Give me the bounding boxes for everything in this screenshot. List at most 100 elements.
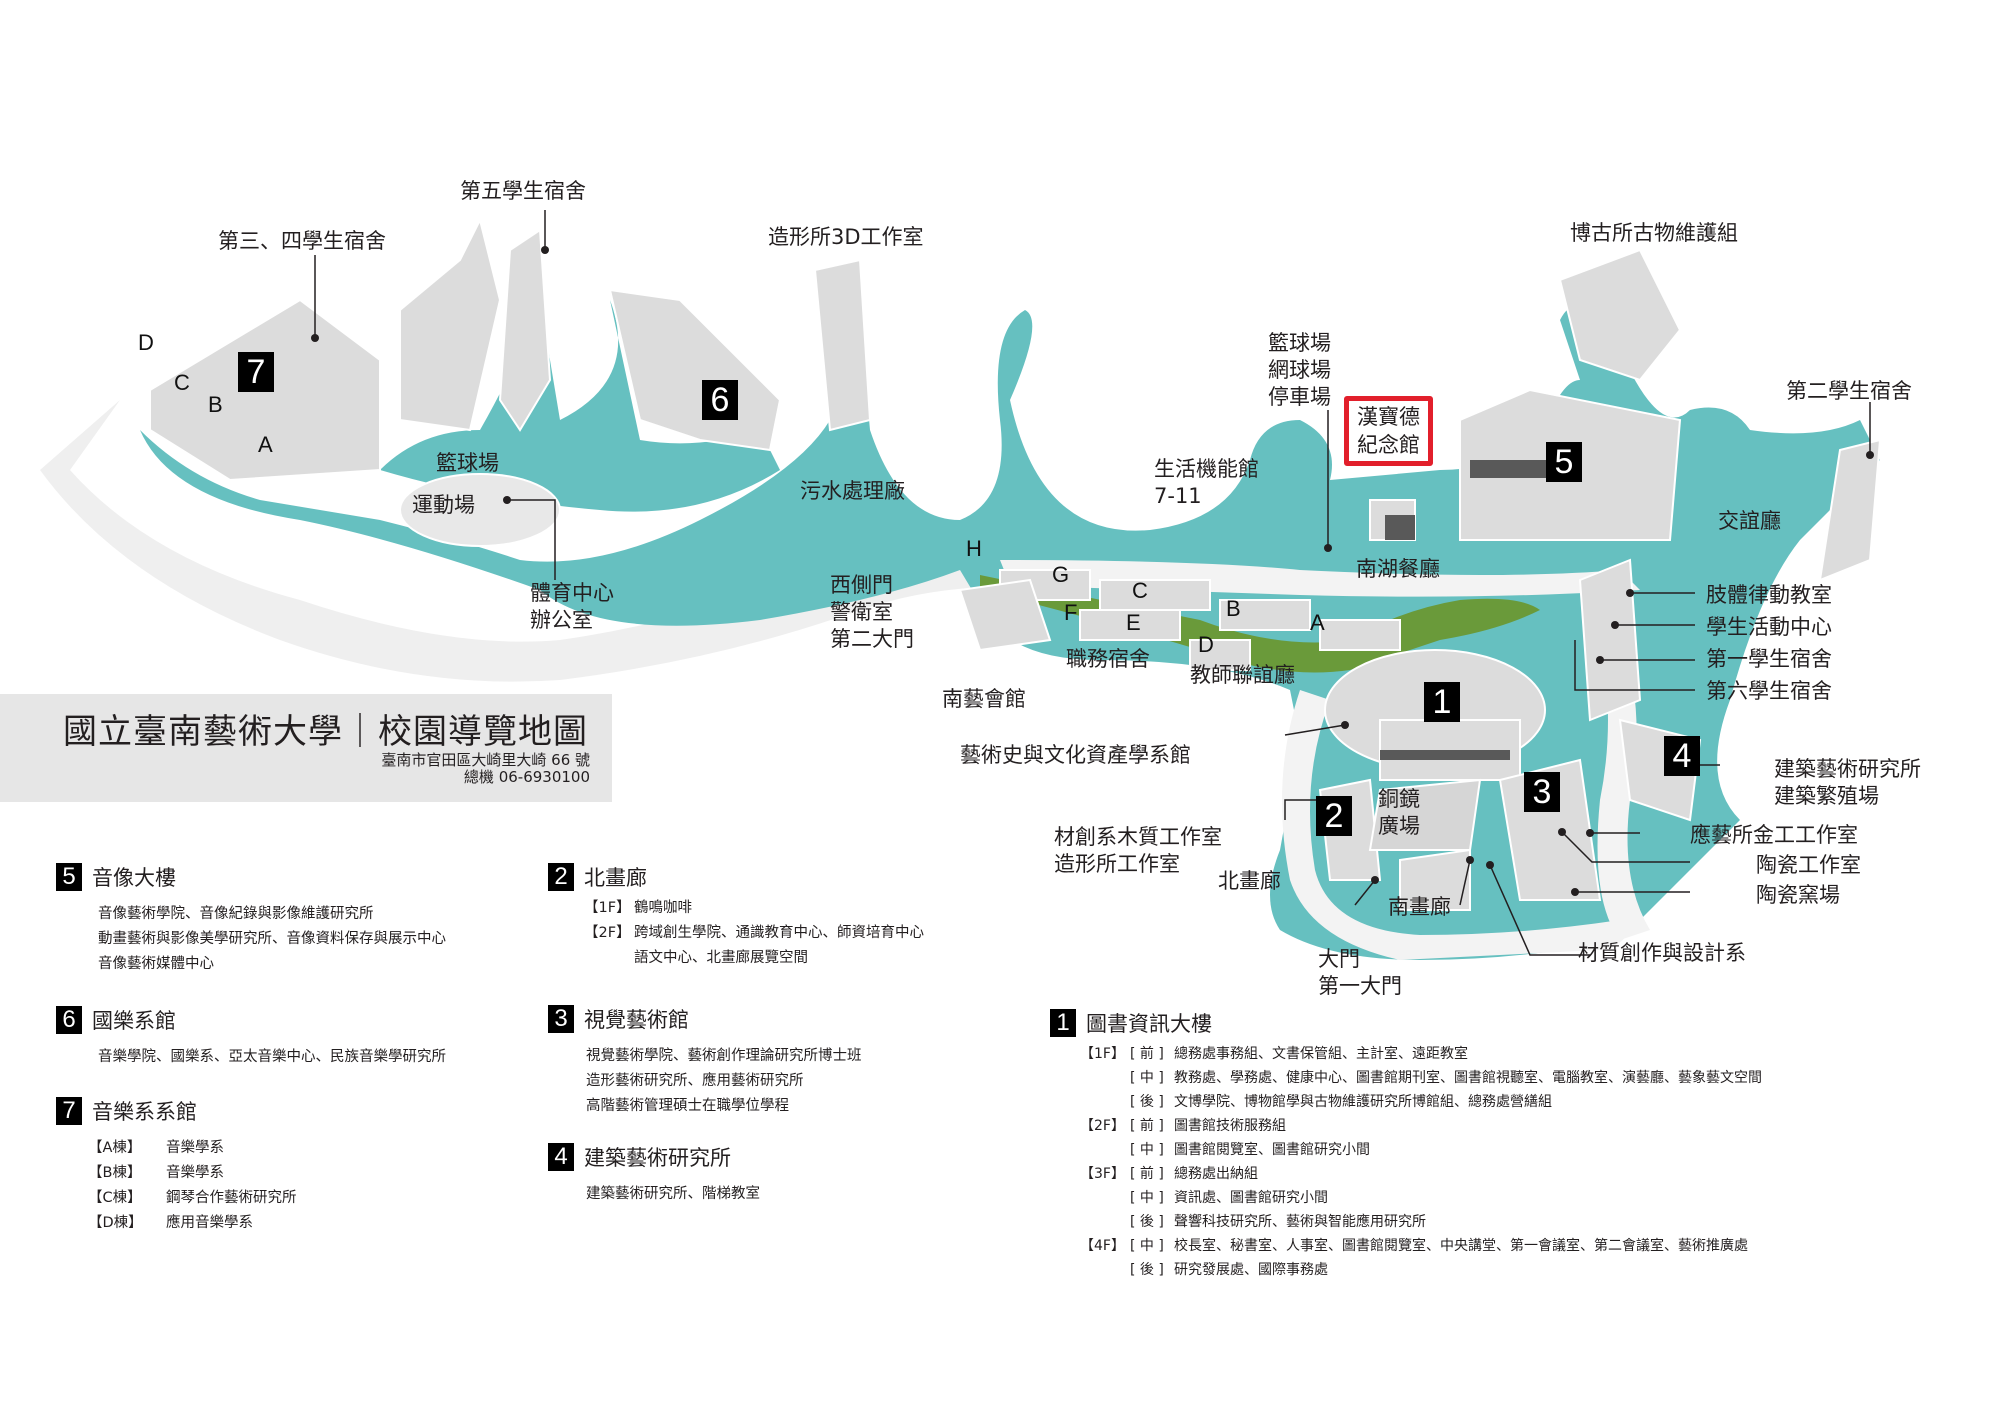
building-marker-4[interactable]: 4 [1664,736,1700,776]
legend-row: 【A棟】音樂學系 [88,1140,224,1156]
legend-row: 【C棟】鋼琴合作藝術研究所 [88,1190,297,1206]
legend-number: 2 [548,863,574,891]
label-dorm-3-4: 第三、四學生宿舍 [218,229,386,253]
label-dorm-6: 第六學生宿舍 [1706,679,1832,703]
legend-row: 【B棟】音樂學系 [88,1165,224,1181]
legend-number: 3 [548,1005,574,1033]
legend-row: 【1F】鶴鳴咖啡 [584,900,692,916]
legend-building-3: 3 視覺藝術館 視覺藝術學院、藝術創作理論研究所博士班 造形藝術研究所、應用藝術研… [548,1004,862,1119]
label-faculty-hall: 教師聯誼廳 [1190,663,1295,687]
label-sports-office: 體育中心 辦公室 [530,581,614,632]
legend-number: 1 [1050,1009,1076,1037]
legend-line: 建築藝術研究所、階梯教室 [586,1186,760,1202]
legend-building-4: 4 建築藝術研究所 建築藝術研究所、階梯教室 [548,1142,760,1207]
legend-row: 【D棟】應用音樂學系 [88,1215,253,1231]
legend-row: [ 中 ]教務處、學務處、健康中心、圖書館期刊室、圖書館視聽室、電腦教室、演藝廳… [1130,1070,1762,1086]
label-dorm-1: 第一學生宿舍 [1706,647,1832,671]
legend-row: [ 後 ]研究發展處、國際事務處 [1130,1262,1328,1278]
legend-row: [ 後 ]文博學院、博物館學與古物維護研究所博館組、總務處營繕組 [1130,1094,1552,1110]
label-antique-conservation: 博古所古物維護組 [1570,221,1738,245]
label-nanhu-restaurant: 南湖餐廳 [1356,557,1440,581]
label-dorm-2: 第二學生宿舍 [1786,379,1912,403]
staff-dorm-c: C [1132,578,1148,603]
label-dance-room: 肢體律動教室 [1706,583,1832,607]
label-basketball-west: 籃球場 [436,451,499,475]
legend-title: 音像大樓 [92,866,176,890]
highlight-hambaode-memorial[interactable]: 漢寶德 紀念館 [1344,396,1433,466]
staff-dorm-f: F [1064,600,1078,625]
stadium-track [399,473,561,547]
legend-title: 建築藝術研究所 [584,1146,731,1170]
label-main-gate: 大門 第一大門 [1318,947,1402,998]
label-metal-studio: 應藝所金工工作室 [1690,823,1858,847]
staff-dorm-a: A [1310,610,1325,635]
label-north-gallery: 北畫廊 [1218,869,1281,893]
music-block-c: C [174,370,190,395]
legend-building-1: 1 圖書資訊大樓 【1F】[ 前 ]總務處事務組、文書保管組、主計室、遠距教室 [… [1050,1008,1762,1282]
label-courts-parking: 籃球場 網球場 停車場 [1268,331,1331,409]
legend-row: 【3F】[ 前 ]總務處出納組 [1080,1166,1258,1182]
label-nanyi-hall: 南藝會館 [942,687,1026,711]
legend-row: 語文中心、北畫廊展覽空間 [634,950,808,966]
road-west [40,400,1120,682]
legend-row: 【4F】[ 中 ]校長室、秘書室、人事室、圖書館閱覽室、中央講堂、第一會議室、第… [1080,1238,1748,1254]
building-marker-1[interactable]: 1 [1424,682,1460,722]
legend-title: 北畫廊 [584,866,647,890]
legend-number: 5 [56,863,82,891]
legend-title: 音樂系系館 [92,1100,197,1124]
music-block-b: B [208,392,223,417]
label-life-center: 生活機能館 7-11 [1154,457,1259,508]
legend-row: [ 後 ]聲響科技研究所、藝術與智能應用研究所 [1130,1214,1426,1230]
legend-number: 4 [548,1143,574,1171]
building-marker-7[interactable]: 7 [238,352,274,392]
building-marker-5[interactable]: 5 [1546,442,1582,482]
building-marker-6[interactable]: 6 [702,380,738,420]
legend-row: 【1F】[ 前 ]總務處事務組、文書保管組、主計室、遠距教室 [1080,1046,1468,1062]
label-architecture-lab: 建築藝術研究所 建築繁殖場 [1774,757,1921,808]
legend-line: 音樂學院、國樂系、亞太音樂中心、民族音樂學研究所 [98,1049,446,1065]
title-panel: 國立臺南藝術大學｜校園導覽地圖 臺南市官田區大崎里大崎 66 號總機 06-69… [0,694,612,802]
label-ceramic-kiln: 陶瓷窯場 [1756,883,1840,907]
label-wood-studio: 材創系木質工作室 造形所工作室 [1054,825,1222,876]
building-marker-3[interactable]: 3 [1524,772,1560,812]
legend-title: 圖書資訊大樓 [1086,1012,1212,1036]
legend-number: 6 [56,1006,82,1034]
legend-line: 視覺藝術學院、藝術創作理論研究所博士班 [586,1048,862,1064]
label-3d-studio: 造形所3D工作室 [768,225,924,249]
staff-dorm-h: H [966,536,982,561]
legend-row: [ 中 ]資訊處、圖書館研究小間 [1130,1190,1328,1206]
address: 臺南市官田區大崎里大崎 66 號 [381,751,590,769]
label-dorm-5: 第五學生宿舍 [460,179,586,203]
legend-row: [ 中 ]圖書館閱覽室、圖書館研究小間 [1130,1142,1370,1158]
label-art-history-building: 藝術史與文化資產學系館 [960,743,1191,767]
legend-row: 【2F】[ 前 ]圖書館技術服務組 [1080,1118,1286,1134]
address-block: 臺南市官田區大崎里大崎 66 號總機 06-6930100 [381,752,590,786]
label-ceramic-studio: 陶瓷工作室 [1756,853,1861,877]
legend-line: 造形藝術研究所、應用藝術研究所 [586,1073,804,1089]
legend-line: 高階藝術管理碩士在職學位學程 [586,1098,789,1114]
legend-line: 動畫藝術與影像美學研究所、音像資料保存與展示中心 [98,931,446,947]
label-south-gallery: 南畫廊 [1388,895,1451,919]
label-stadium: 運動場 [412,493,475,517]
label-material-design-dept: 材質創作與設計系 [1578,941,1746,965]
legend-number: 7 [56,1097,82,1125]
legend-line: 音像藝術媒體中心 [98,956,214,972]
legend-title: 國樂系館 [92,1009,176,1033]
label-bronze-mirror-plaza: 銅鏡 廣場 [1378,787,1420,838]
label-student-center: 學生活動中心 [1706,615,1832,639]
legend-building-2: 2 北畫廊 【1F】鶴鳴咖啡 【2F】跨域創生學院、通識教育中心、師資培育中心 語… [548,862,924,971]
building-marker-2[interactable]: 2 [1316,796,1352,836]
staff-dorm-g: G [1052,562,1070,587]
phone: 總機 06-6930100 [463,768,590,786]
staff-dorm-d: D [1198,632,1214,657]
music-block-a: A [258,432,273,457]
staff-dorm-b: B [1226,596,1241,621]
legend-building-6: 6 國樂系館 音樂學院、國樂系、亞太音樂中心、民族音樂學研究所 [56,1005,446,1070]
page-title: 國立臺南藝術大學｜校園導覽地圖 [63,712,588,752]
label-staff-dorm: 職務宿舍 [1066,647,1150,671]
label-west-gate: 西側門 警衛室 第二大門 [830,573,914,651]
legend-title: 視覺藝術館 [584,1008,689,1032]
label-sewage-plant: 污水處理廠 [800,479,905,503]
legend-row: 【2F】跨域創生學院、通識教育中心、師資培育中心 [584,925,924,941]
